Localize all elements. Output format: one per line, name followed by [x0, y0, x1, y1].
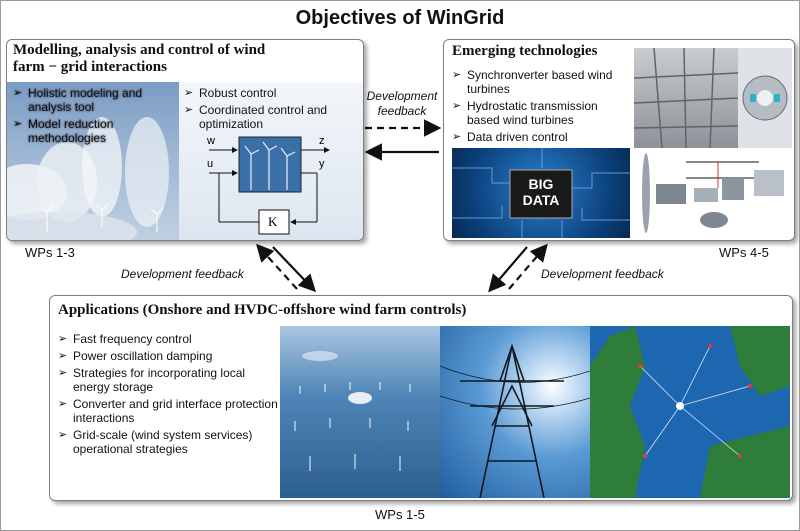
applications-item: Fast frequency control — [58, 332, 282, 346]
control-block-diagram — [209, 136, 330, 235]
generator-image — [738, 48, 792, 148]
applications-list: Fast frequency control Power oscillation… — [58, 332, 282, 459]
signal-y-label: y — [319, 158, 325, 170]
emerging-item: Data driven control — [452, 130, 632, 144]
modelling-right-item: Coordinated control and optimization — [184, 103, 360, 131]
applications-item: Strategies for incorporating local energ… — [58, 366, 282, 394]
feedback-label-left: Development feedback — [121, 267, 244, 281]
feedback-arrow-dashed-right — [508, 243, 548, 290]
feedback-label-top-line2: feedback — [377, 104, 427, 118]
controller-k-label: K — [268, 214, 278, 229]
feedback-label-right: Development feedback — [541, 267, 664, 281]
emerging-heading: Emerging technologies — [452, 43, 598, 59]
arrow-solid-left — [272, 246, 317, 293]
modelling-heading: Modelling, analysis and control of wind … — [13, 42, 265, 76]
signal-u-label: u — [207, 158, 214, 170]
arrow-solid-right — [488, 246, 528, 293]
applications-item: Converter and grid interface protection … — [58, 397, 282, 425]
applications-heading: Applications (Onshore and HVDC-offshore … — [58, 302, 467, 318]
wps-emerging: WPs 4-5 — [719, 245, 769, 260]
offshore-wind-farm-image — [280, 326, 440, 498]
modelling-left-item: Model reduction methodologies — [13, 117, 173, 145]
wps-applications: WPs 1-5 — [375, 507, 425, 522]
factory-image — [633, 47, 739, 149]
big-data-label: BIG DATA — [522, 176, 560, 208]
wps-modelling: WPs 1-3 — [25, 245, 75, 260]
signal-w-label: w — [207, 135, 215, 147]
feedback-label-top: Development feedback — [363, 89, 441, 119]
control-panel: Robust control Coordinated control and o… — [179, 82, 363, 240]
applications-item: Grid-scale (wind system services) operat… — [58, 428, 282, 456]
modelling-heading-line2: farm − grid interactions — [13, 59, 167, 75]
emerging-list: Synchronverter based wind turbines Hydro… — [452, 68, 632, 147]
signal-z-label: z — [319, 135, 325, 147]
modelling-right-list: Robust control Coordinated control and o… — [184, 86, 360, 134]
modelling-right-item: Robust control — [184, 86, 360, 100]
feedback-label-top-line1: Development — [366, 89, 438, 103]
emerging-item: Synchronverter based wind turbines — [452, 68, 632, 96]
modelling-heading-line1: Modelling, analysis and control of wind — [13, 42, 266, 58]
feedback-arrow-dashed-left — [256, 243, 298, 290]
modelling-left-item: Holistic modeling and analysis tool — [13, 86, 173, 114]
big-data-image: BIG DATA — [452, 148, 630, 238]
emerging-box: Emerging technologies Synchronverter bas… — [443, 39, 795, 241]
emerging-item: Hydrostatic transmission based wind turb… — [452, 99, 632, 127]
power-pylon-image — [439, 326, 591, 499]
modelling-box: Modelling, analysis and control of wind … — [6, 39, 364, 241]
hydrostatic-schematic — [634, 148, 792, 238]
page-title: Objectives of WinGrid — [295, 7, 505, 29]
applications-item: Power oscillation damping — [58, 349, 282, 363]
applications-box: Applications (Onshore and HVDC-offshore … — [49, 295, 793, 501]
north-sea-map-image — [590, 326, 790, 498]
modelling-left-list: Holistic modeling and analysis tool Mode… — [13, 86, 173, 148]
